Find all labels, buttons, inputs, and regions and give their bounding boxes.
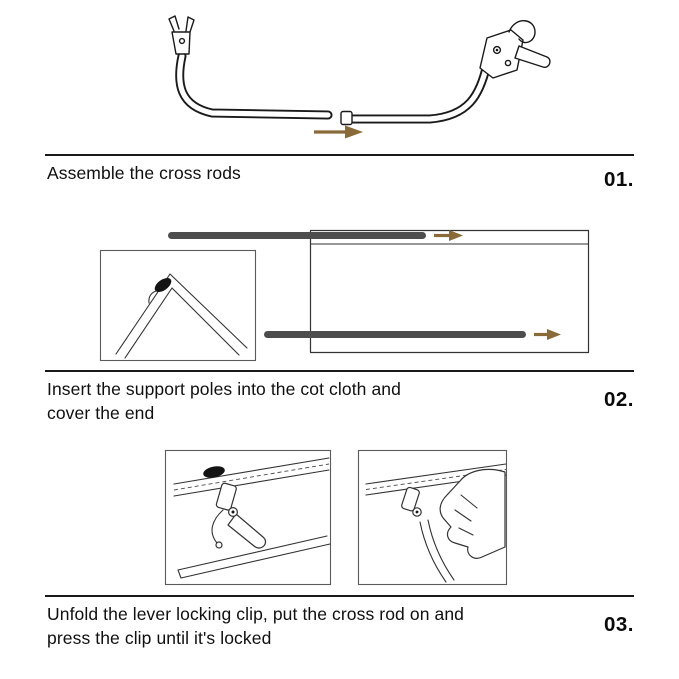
clip-open-detail-box (164, 449, 332, 586)
pole-insert-drawing (99, 229, 590, 362)
step2-illustration (0, 208, 679, 370)
hand-icon (439, 468, 506, 559)
step1-illustration (0, 8, 679, 153)
locking-clip-drawing (164, 449, 508, 586)
cross-rod-drawing (168, 15, 551, 139)
clip-press-detail-box (357, 449, 508, 586)
cross-rod-left (175, 51, 333, 120)
step3-illustration (0, 438, 679, 590)
end-cap-clip (154, 278, 172, 292)
arrow-right-icon (314, 125, 363, 139)
step2-caption: Insert the support poles into the cot cl… (47, 379, 401, 423)
step3-caption: Unfold the lever locking clip, put the c… (47, 604, 464, 648)
arrow-right-icon (434, 230, 463, 241)
step3-divider (45, 595, 634, 597)
clip-knob (203, 466, 225, 478)
arrow-right-icon (534, 329, 561, 340)
step1-divider (45, 154, 634, 156)
step2-divider (45, 370, 634, 372)
step1-number: 01. (604, 168, 634, 191)
end-cap-detail-box (99, 249, 257, 362)
cross-rod-right (340, 59, 492, 126)
rod-end-bracket-left (168, 15, 195, 55)
support-pole-top (168, 232, 426, 239)
step3-number: 03. (604, 613, 634, 636)
support-pole-bottom (264, 331, 526, 338)
rod-end-latch-right (479, 20, 551, 79)
lever-arm (227, 513, 267, 549)
step1-caption: Assemble the cross rods (47, 163, 241, 183)
step2-number: 02. (604, 388, 634, 411)
